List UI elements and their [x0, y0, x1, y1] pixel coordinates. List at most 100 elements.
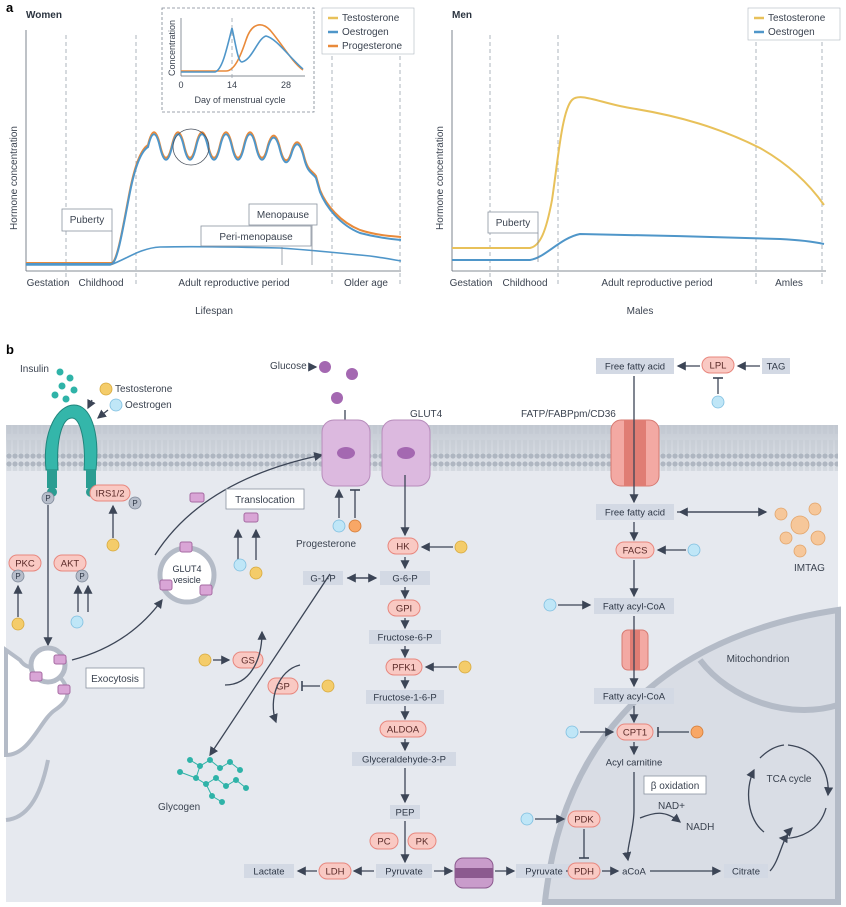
- men-legend: Testosterone Oestrogen: [747, 7, 841, 41]
- pep-label: PEP: [395, 808, 414, 819]
- pyruvate-label: Pyruvate: [385, 867, 423, 878]
- ldh-pill: [318, 862, 352, 880]
- fatp-transporter: [610, 419, 660, 487]
- tag-label: TAG: [767, 362, 786, 373]
- lactate-label: Lactate: [253, 867, 284, 878]
- cpt-transporter: [621, 629, 649, 671]
- women-ylabel: Hormone concentration: [9, 126, 20, 230]
- ffa-label: Free fatty acid: [605, 508, 665, 519]
- men-testosterone-curve: [452, 96, 825, 249]
- men-period-childhood: Childhood: [502, 278, 547, 289]
- lpl-pill: [701, 356, 735, 374]
- insulin-label: Insulin: [20, 364, 49, 375]
- irs-pill: [89, 484, 131, 502]
- g6p-box: [380, 571, 430, 585]
- facoa2-label: Fatty acyl-CoA: [603, 692, 666, 703]
- women-legend-testosterone: Testosterone: [342, 13, 400, 24]
- imtag-droplets: [774, 502, 826, 558]
- vesicle-label-1: GLUT4: [172, 564, 201, 574]
- women-period-childhood: Childhood: [78, 278, 123, 289]
- men-period-gestation: Gestation: [450, 278, 493, 289]
- inset-xlabel: Day of menstrual cycle: [194, 95, 285, 105]
- women-xlabel: Lifespan: [195, 306, 233, 317]
- g6p-label: G-6-P: [392, 574, 417, 585]
- ldh-label: LDH: [325, 867, 344, 878]
- facoa-box: [594, 598, 674, 614]
- cpt1-label: CPT1: [623, 728, 647, 739]
- gpi-pill: [387, 599, 421, 617]
- men-xlabel: Males: [627, 306, 654, 317]
- testosterone-label: Testosterone: [115, 384, 173, 395]
- citrate-box: [724, 864, 768, 878]
- women-period-adult: Adult reproductive period: [178, 278, 289, 289]
- citrate-label: Citrate: [732, 867, 760, 878]
- gpi-label: GPI: [396, 604, 412, 615]
- aldoa-pill: [379, 720, 427, 738]
- acoa-label: aCoA: [622, 867, 646, 878]
- g3p-label: Glyceraldehyde-3-P: [362, 755, 446, 766]
- f16p-label: Fructose-1-6-P: [373, 693, 436, 704]
- phospho-receptor-label: P: [45, 494, 50, 503]
- akt-pill: [53, 554, 87, 572]
- men-oestrogen-curve: [452, 232, 825, 261]
- women-legend: Testosterone Oestrogen Progesterone: [321, 7, 415, 55]
- mito-pyruvate-box: [516, 864, 572, 878]
- women-legend-oestrogen: Oestrogen: [342, 27, 389, 38]
- progesterone-label: Progesterone: [296, 539, 356, 550]
- g1p-box: [303, 571, 343, 585]
- gp-label: GP: [276, 682, 290, 693]
- glucose-label: Glucose: [270, 361, 307, 372]
- lactate-box: [244, 864, 294, 878]
- menstrual-cycle-inset: Concentration 0 14 28 Day of menstrual c…: [161, 7, 315, 113]
- tca-label: TCA cycle: [766, 774, 811, 785]
- pdk-label: PDK: [574, 815, 594, 826]
- panel-b-label: b: [6, 342, 14, 357]
- glut4-transporter: [321, 419, 431, 487]
- ffa-box-top: [596, 358, 674, 374]
- oestrogen-molecule: [109, 398, 123, 412]
- facoa-box-2: [594, 688, 674, 704]
- women-legend-progesterone: Progesterone: [342, 41, 402, 52]
- women-testosterone-curve: [26, 245, 402, 266]
- pfk1-label: PFK1: [392, 663, 416, 674]
- lpl-label: LPL: [710, 361, 727, 372]
- phospho-receptor: [41, 491, 55, 505]
- pdh-label: PDH: [574, 867, 594, 878]
- pk-label: PK: [416, 837, 429, 848]
- gs-label: GS: [241, 656, 255, 667]
- glycogen-granule: [177, 757, 249, 805]
- nadh-label: NADH: [686, 822, 714, 833]
- men-legend-oestrogen: Oestrogen: [768, 27, 815, 38]
- women-title: Women: [26, 10, 62, 21]
- facs-label: FACS: [623, 546, 648, 557]
- f6p-box: [369, 630, 441, 644]
- women-callout-meno: Menopause: [257, 210, 310, 221]
- facs-pill: [615, 541, 655, 559]
- oestrogen-label: Oestrogen: [125, 400, 172, 411]
- nad-label: NAD+: [658, 801, 685, 812]
- pc-label: PC: [377, 837, 390, 848]
- inset-tick-0: 0: [178, 80, 183, 90]
- men-period-amles: Amles: [775, 278, 803, 289]
- women-chart: Women Hormone concentration Gestation Ch…: [9, 7, 415, 317]
- hk-label: HK: [396, 542, 410, 553]
- imtag-label: IMTAG: [794, 563, 825, 574]
- mitochondrion-label: Mitochondrion: [727, 654, 790, 665]
- tag-box: [762, 358, 790, 374]
- insulin-molecules: [51, 368, 78, 403]
- insulin-receptor: Insulin: [20, 364, 109, 497]
- pdh-pill: [567, 862, 601, 880]
- panel-a-label: a: [6, 0, 14, 15]
- fatp-label: FATP/FABPpm/CD36: [521, 409, 616, 420]
- glycogen-label: Glycogen: [158, 802, 200, 813]
- men-legend-testosterone: Testosterone: [768, 13, 826, 24]
- pdk-pill: [567, 810, 601, 828]
- g1p-label: G-1-P: [310, 574, 335, 585]
- tca-cycle: [746, 744, 834, 844]
- g3p-box: [352, 752, 456, 766]
- facoa-label: Fatty acyl-CoA: [603, 602, 666, 613]
- ffa-top-label: Free fatty acid: [605, 362, 665, 373]
- testosterone-molecule: [99, 382, 113, 396]
- vesicle-label-2: vesicle: [173, 575, 201, 585]
